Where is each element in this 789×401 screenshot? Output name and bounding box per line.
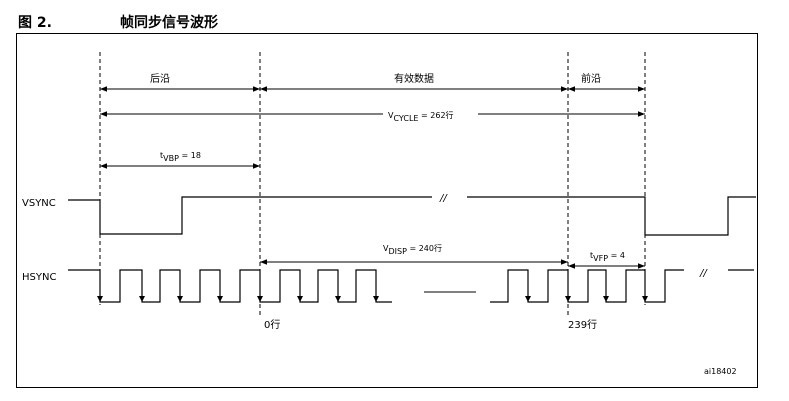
edge-arrow bbox=[565, 296, 571, 302]
active-data-label: 有效数据 bbox=[394, 72, 434, 85]
edge-arrow bbox=[525, 296, 531, 302]
hsync-edge-arrows bbox=[97, 296, 648, 302]
vsync-label: VSYNC bbox=[22, 198, 56, 209]
back-porch-label: 后沿 bbox=[150, 73, 170, 85]
edge-arrow bbox=[603, 296, 609, 302]
figure-title: 帧同步信号波形 bbox=[120, 15, 218, 31]
line-0-label: 0行 bbox=[264, 318, 280, 331]
t-vfp-label: tVFP = 4 bbox=[590, 251, 625, 263]
edge-arrow bbox=[97, 296, 103, 302]
edge-arrow bbox=[335, 296, 341, 302]
vsync-break-mark: // bbox=[439, 193, 448, 204]
hsync-label: HSYNC bbox=[22, 272, 56, 283]
edge-arrow bbox=[177, 296, 183, 302]
diagram-frame bbox=[16, 33, 758, 388]
edge-arrow bbox=[642, 296, 648, 302]
t-vbp-label: tVBP = 18 bbox=[160, 151, 201, 163]
edge-arrow bbox=[373, 296, 379, 302]
line-239-label: 239行 bbox=[568, 318, 597, 331]
hsync-waveform-right bbox=[490, 269, 684, 303]
edge-arrow bbox=[139, 296, 145, 302]
front-porch-label: 前沿 bbox=[581, 72, 601, 85]
edge-arrow bbox=[217, 296, 223, 302]
hsync-break-mark: // bbox=[699, 268, 708, 279]
v-cycle-label: VCYCLE = 262行 bbox=[388, 110, 454, 123]
figure-id-code: ai18402 bbox=[704, 367, 737, 376]
edge-arrow bbox=[297, 296, 303, 302]
hsync-waveform-left bbox=[68, 269, 392, 303]
v-disp-label: VDISP = 240行 bbox=[383, 243, 442, 256]
figure-header: 图 2. 帧同步信号波形 bbox=[16, 8, 776, 32]
vsync-waveform-right bbox=[467, 196, 756, 236]
vsync-waveform-left bbox=[68, 196, 432, 235]
figure-number: 图 2. bbox=[18, 15, 52, 31]
edge-arrow bbox=[257, 296, 263, 302]
